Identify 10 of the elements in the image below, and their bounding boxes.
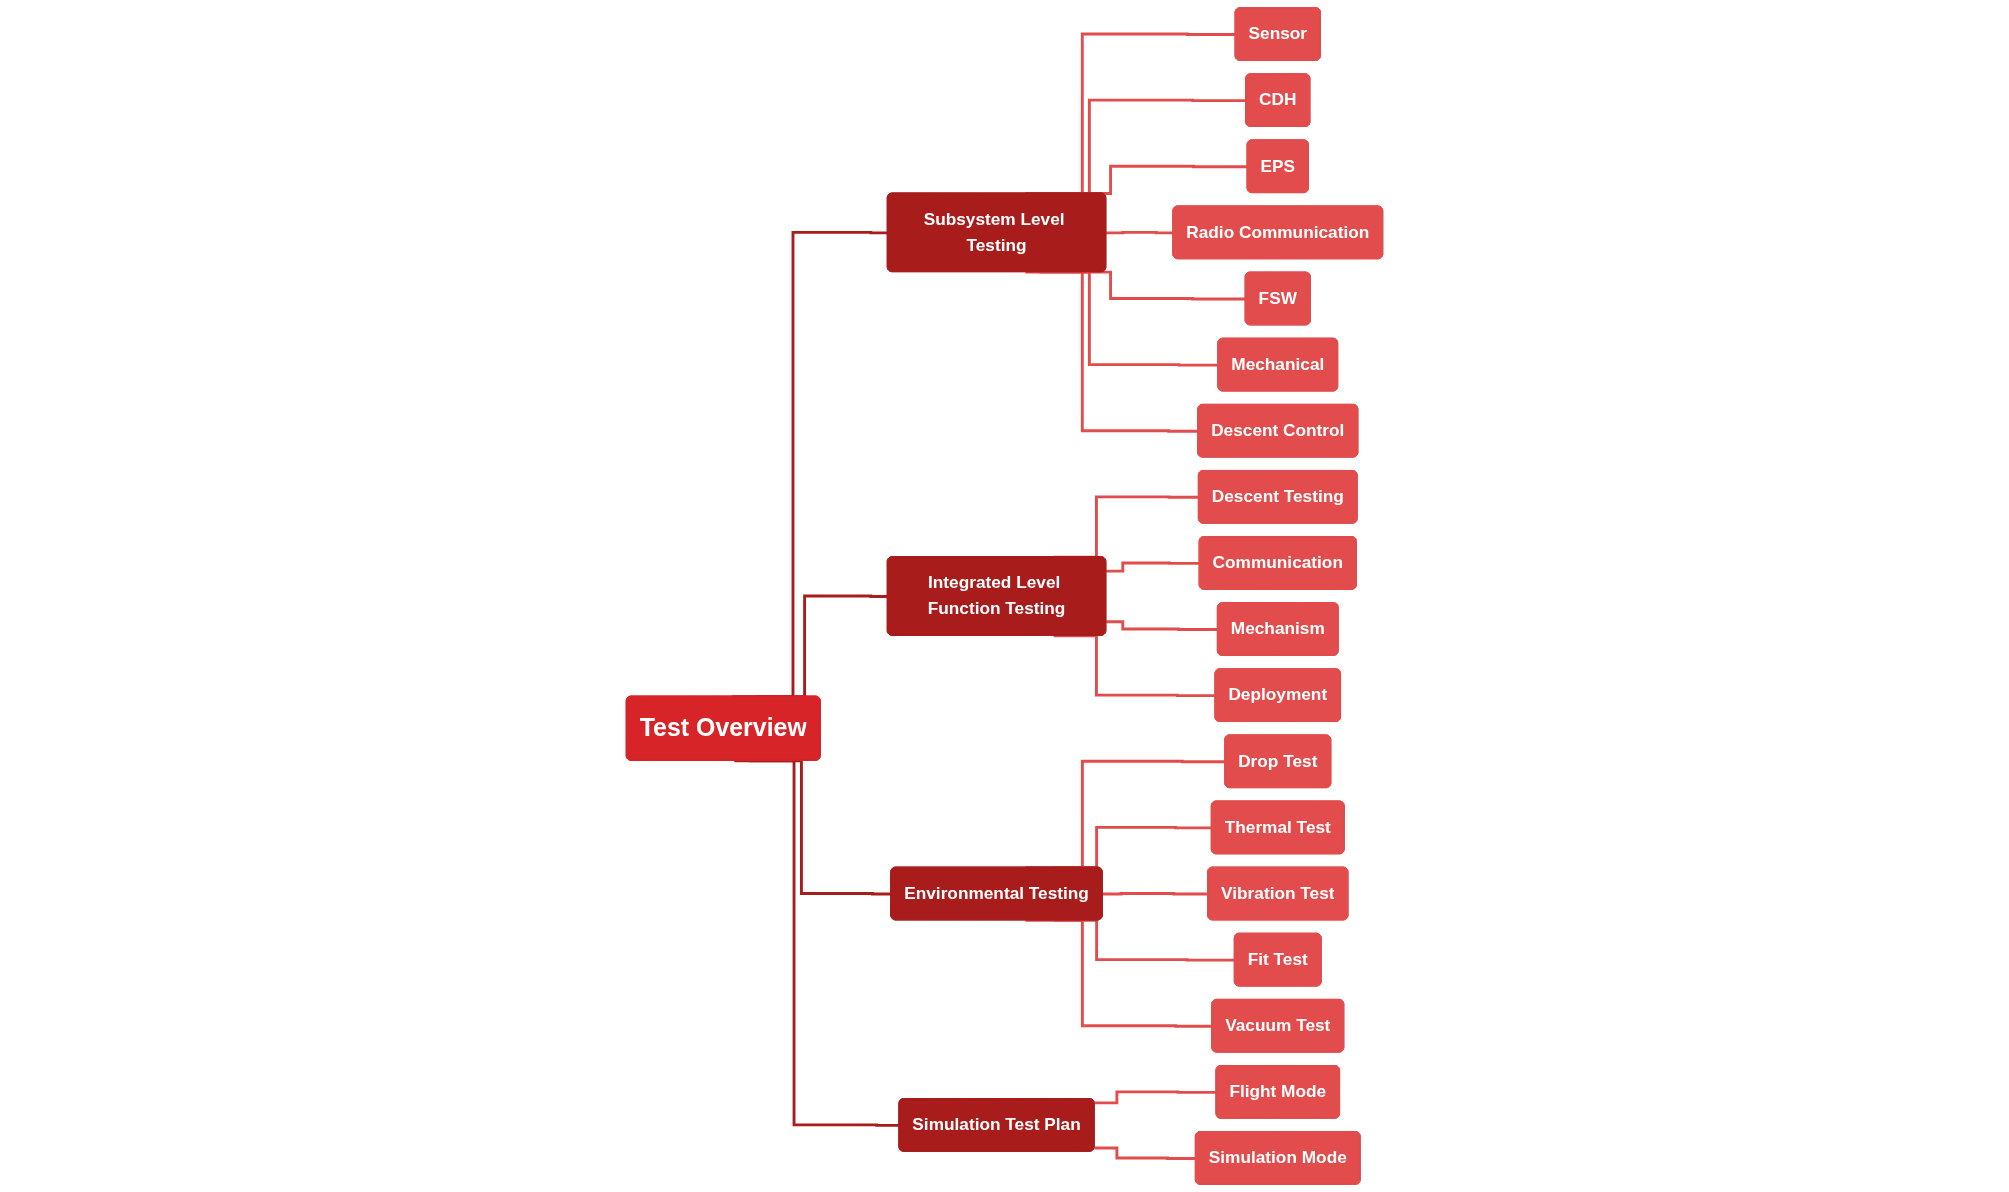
connector: [1102, 892, 1209, 896]
connector: [734, 759, 900, 1127]
connector: [1106, 620, 1218, 631]
connector: [1094, 1146, 1196, 1160]
connector: [1106, 230, 1174, 235]
connector: [1053, 634, 1216, 698]
connector: [1106, 561, 1200, 573]
connector: [1094, 1090, 1217, 1105]
connector: [1025, 918, 1213, 1028]
connector: [1025, 270, 1199, 433]
